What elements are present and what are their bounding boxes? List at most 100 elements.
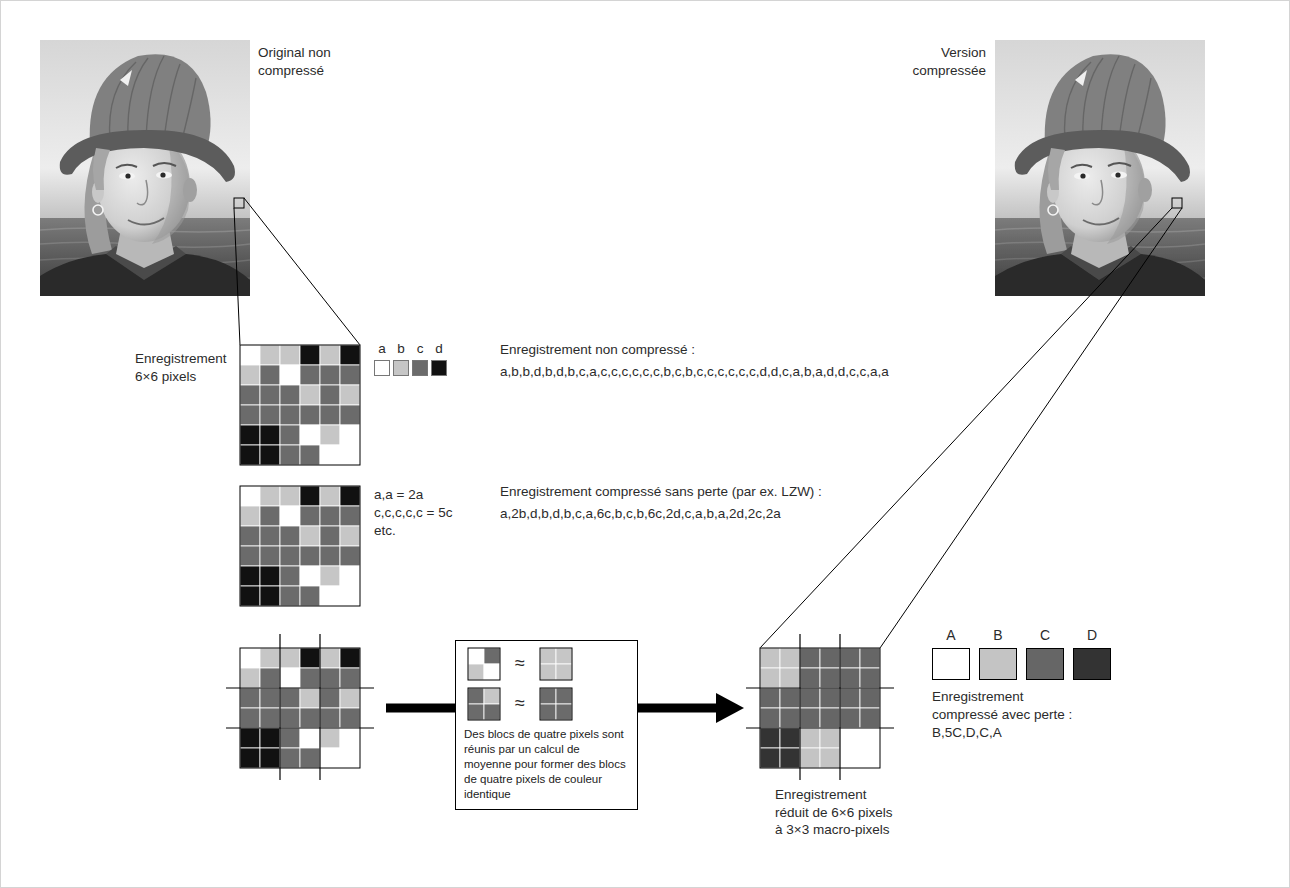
pixel-grid bbox=[240, 486, 360, 606]
pixel-cell bbox=[260, 668, 280, 688]
pixel-cell bbox=[760, 728, 780, 748]
color-swatch bbox=[1026, 648, 1064, 680]
shape-rect bbox=[540, 664, 556, 680]
pixel-cell bbox=[300, 566, 320, 586]
pixel-cell bbox=[780, 748, 800, 768]
pixel-cell bbox=[800, 748, 820, 768]
pixel-cell bbox=[320, 566, 340, 586]
color-swatch bbox=[412, 360, 428, 376]
pixel-cell bbox=[280, 668, 300, 688]
pixel-grid bbox=[240, 345, 360, 465]
pixel-cell bbox=[340, 486, 360, 506]
pixel-cell bbox=[260, 586, 280, 606]
record-heading: Enregistrement compressé sans perte (par… bbox=[500, 483, 822, 501]
pixel-cell bbox=[300, 425, 320, 445]
pixel-cell bbox=[860, 728, 880, 748]
legend-letter: D bbox=[1073, 626, 1111, 644]
pixel-cell bbox=[320, 728, 340, 748]
shape-rect bbox=[556, 704, 572, 720]
pixel-cell bbox=[320, 648, 340, 668]
process-box: Des blocs de quatre pixels sont réunis p… bbox=[455, 640, 638, 810]
pixel-cell bbox=[760, 748, 780, 768]
label-holder: Enregistrement non compressé : bbox=[500, 341, 695, 359]
pixel-cell bbox=[300, 668, 320, 688]
pixel-cell bbox=[240, 586, 260, 606]
shape-rect bbox=[556, 648, 572, 664]
pixel-cell bbox=[340, 445, 360, 465]
photo-caption: Original non compressé bbox=[258, 44, 350, 79]
legend-letter: d bbox=[431, 340, 447, 358]
pixel-cell bbox=[260, 566, 280, 586]
photo-original bbox=[40, 40, 250, 296]
pixel-cell bbox=[320, 405, 340, 425]
pixel-cell bbox=[320, 506, 340, 526]
shape-rect bbox=[484, 664, 500, 680]
pixel-cell bbox=[800, 668, 820, 688]
pixel-cell bbox=[260, 648, 280, 668]
pixel-cell bbox=[240, 486, 260, 506]
pixel-cell bbox=[280, 365, 300, 385]
pixel-cell bbox=[300, 506, 320, 526]
pixel-cell bbox=[300, 688, 320, 708]
pixel-cell bbox=[760, 668, 780, 688]
shape-rect bbox=[540, 648, 572, 680]
label-holder: Enregistrement 6×6 pixels bbox=[135, 350, 235, 385]
pixel-cell bbox=[340, 648, 360, 668]
pixel-cell bbox=[840, 668, 860, 688]
pixel-cell bbox=[320, 708, 340, 728]
block-divider bbox=[319, 634, 320, 780]
record-heading: Enregistrement non compressé : bbox=[500, 341, 695, 359]
pixel-cell bbox=[340, 546, 360, 566]
pixel-cell bbox=[260, 486, 280, 506]
pixel-cell bbox=[260, 365, 280, 385]
pixel-cell bbox=[280, 345, 300, 365]
block-divider bbox=[279, 634, 280, 780]
zoom-line bbox=[760, 208, 1172, 648]
pixel-cell bbox=[240, 708, 260, 728]
legend-letter: B bbox=[979, 626, 1017, 644]
pixel-cell bbox=[340, 365, 360, 385]
pixel-cell bbox=[320, 748, 340, 768]
pixel-cell bbox=[780, 648, 800, 668]
grid-caption: Enregistrement réduit de 6×6 pixels à 3×… bbox=[775, 786, 899, 839]
pixel-cell bbox=[820, 688, 840, 708]
pixel-cell bbox=[280, 445, 300, 465]
pixel-cell bbox=[320, 668, 340, 688]
shape-rect bbox=[484, 704, 500, 720]
block-divider bbox=[799, 634, 800, 780]
pixel-cell bbox=[320, 586, 340, 606]
label-holder: ≈ bbox=[505, 692, 535, 715]
pixel-cell bbox=[340, 405, 360, 425]
pixel-cell bbox=[300, 405, 320, 425]
pixel-sequence: a,2b,d,b,d,b,c,a,6c,b,c,b,6c,2d,c,a,b,a,… bbox=[500, 505, 781, 523]
pixel-cell bbox=[860, 748, 880, 768]
pixel-cell bbox=[260, 425, 280, 445]
pixel-cell bbox=[300, 365, 320, 385]
legend-letter: a bbox=[374, 340, 390, 358]
pixel-cell bbox=[320, 345, 340, 365]
pixel-cell bbox=[820, 728, 840, 748]
pixel-cell bbox=[280, 566, 300, 586]
label-holder: Original non compressé bbox=[258, 44, 350, 79]
pixel-cell bbox=[240, 405, 260, 425]
pixel-cell bbox=[300, 586, 320, 606]
pixel-cell bbox=[320, 486, 340, 506]
pixel-cell bbox=[820, 648, 840, 668]
pixel-cell bbox=[300, 445, 320, 465]
pixel-cell bbox=[280, 748, 300, 768]
label-holder: Enregistrement compressé sans perte (par… bbox=[500, 483, 822, 501]
pixel-cell bbox=[780, 668, 800, 688]
pixel-cell bbox=[260, 708, 280, 728]
pixel-cell bbox=[240, 566, 260, 586]
pixel-cell bbox=[280, 405, 300, 425]
zoom-box bbox=[1172, 198, 1182, 208]
label-holder: c,c,c,c,c = 5c bbox=[374, 504, 452, 522]
photo-compressed bbox=[995, 40, 1205, 296]
pixel-sequence: B,5C,D,C,A bbox=[932, 724, 1002, 742]
pixel-cell bbox=[860, 668, 880, 688]
shape-rect bbox=[468, 688, 500, 720]
averaging-icons bbox=[468, 648, 572, 720]
pixel-cell bbox=[300, 385, 320, 405]
photo-caption: Version compressée bbox=[896, 44, 986, 79]
